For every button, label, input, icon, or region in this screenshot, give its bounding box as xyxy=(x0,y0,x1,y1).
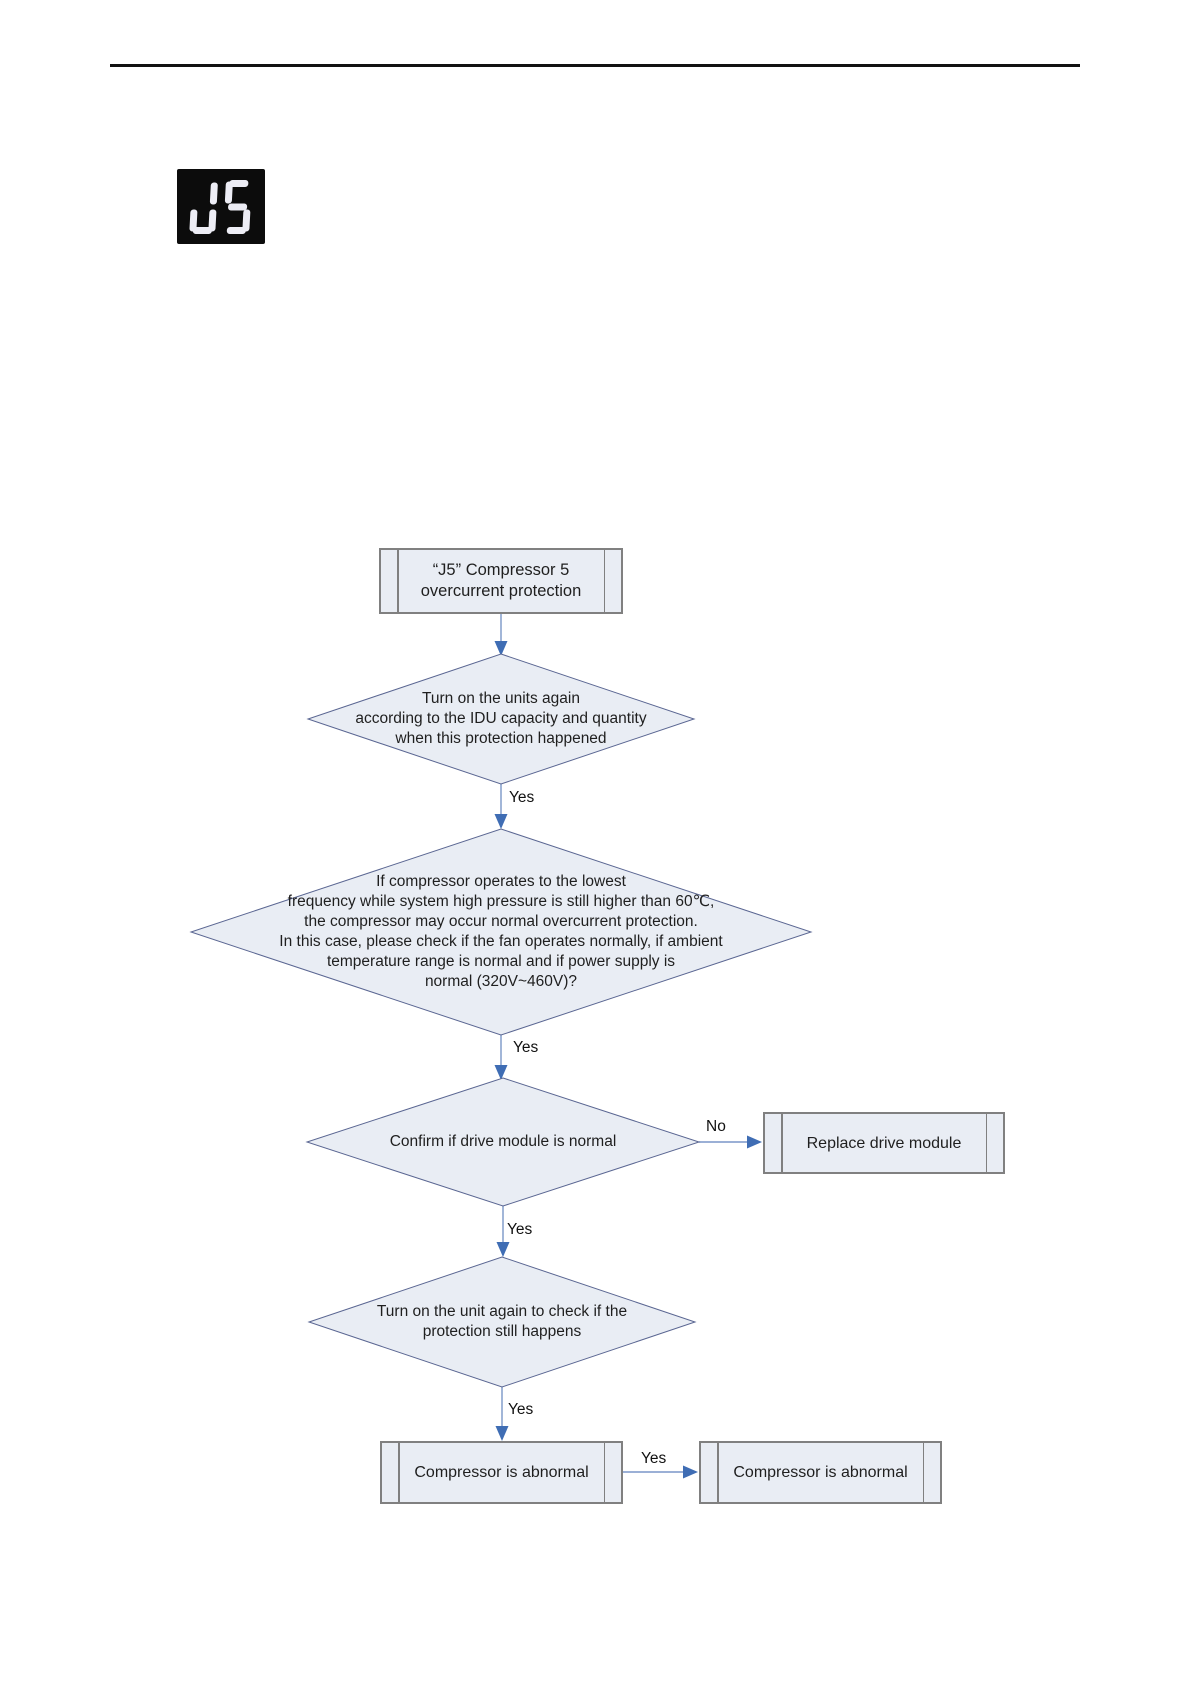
decision-diamond-2 xyxy=(189,828,813,1036)
decision-1-label: Turn on the units again according to the… xyxy=(355,690,647,747)
edge-label-yes-5: Yes xyxy=(641,1450,667,1467)
start-node-label: “J5” Compressor 5 overcurrent protection xyxy=(420,561,582,600)
box-strut-left xyxy=(398,1443,400,1502)
start-node: “J5” Compressor 5 overcurrent protection xyxy=(379,548,623,614)
connector-start-to-d1 xyxy=(494,614,508,656)
box-strut-right xyxy=(922,1443,924,1502)
edge-label-yes-3: Yes xyxy=(507,1221,533,1238)
edge-label-no-1: No xyxy=(706,1118,726,1135)
connector-d3-to-d4 xyxy=(496,1206,510,1257)
seven-segment-icon xyxy=(177,169,265,244)
edge-label-yes-2: Yes xyxy=(513,1039,539,1056)
box-strut-left xyxy=(781,1114,783,1172)
edge-label-yes-1: Yes xyxy=(509,789,535,806)
connector-d4-to-end1 xyxy=(495,1387,509,1441)
decision-diamond-1 xyxy=(306,653,696,785)
end-node-1: Compressor is abnormal xyxy=(380,1441,623,1504)
replace-drive-module-node: Replace drive module xyxy=(763,1112,1005,1174)
edge-label-yes-4: Yes xyxy=(508,1401,534,1418)
box-strut-left xyxy=(717,1443,719,1502)
replace-drive-module-label: Replace drive module xyxy=(806,1134,962,1152)
error-code-display xyxy=(177,169,265,244)
box-strut-left xyxy=(397,550,399,612)
connector-d2-to-d3 xyxy=(494,1035,508,1080)
connector-end1-to-end2 xyxy=(623,1465,698,1479)
decision-diamond-3 xyxy=(305,1077,701,1207)
decision-3-label: Confirm if drive module is normal xyxy=(389,1133,617,1150)
box-strut-right xyxy=(603,1443,605,1502)
box-strut-right xyxy=(985,1114,987,1172)
decision-2-label: If compressor operates to the lowest fre… xyxy=(279,873,723,990)
end-node-2-label: Compressor is abnormal xyxy=(733,1464,908,1481)
connector-d1-to-d2 xyxy=(494,784,508,829)
end-node-2: Compressor is abnormal xyxy=(699,1441,942,1504)
decision-4-label: Turn on the unit again to check if the p… xyxy=(376,1303,628,1340)
header-divider-line xyxy=(110,64,1080,67)
end-node-1-label: Compressor is abnormal xyxy=(414,1464,589,1481)
connector-d3-to-replace xyxy=(699,1135,762,1149)
box-strut-right xyxy=(603,550,605,612)
decision-diamond-4 xyxy=(307,1256,697,1388)
